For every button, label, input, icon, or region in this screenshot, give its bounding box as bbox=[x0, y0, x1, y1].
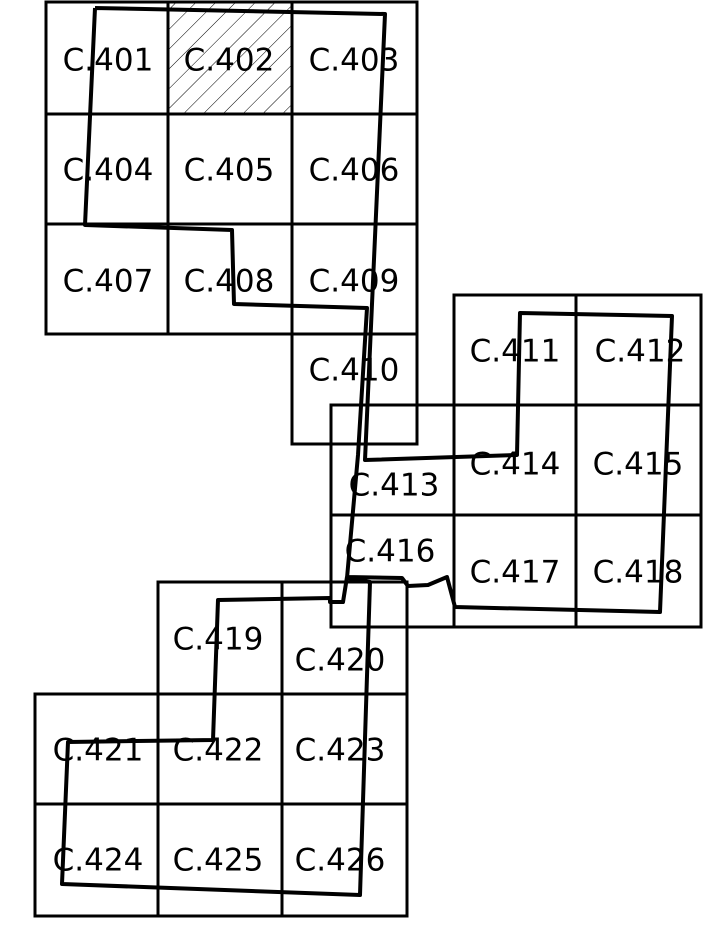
sheet-label-c420: C.420 bbox=[295, 643, 386, 679]
sheet-cell-c418[interactable] bbox=[574, 513, 703, 629]
block-middle bbox=[329, 403, 456, 629]
sheet-label-c403: C.403 bbox=[309, 43, 400, 79]
sheet-label-c415: C.415 bbox=[593, 447, 684, 483]
sheet-cell-c421[interactable] bbox=[33, 692, 160, 806]
sheet-label-c410: C.410 bbox=[309, 353, 400, 389]
sheet-label-c417: C.417 bbox=[470, 555, 561, 591]
sheet-label-c402: C.402 bbox=[184, 43, 275, 79]
block-c410 bbox=[290, 332, 419, 446]
sheet-label-c408: C.408 bbox=[184, 264, 275, 300]
sheet-label-c426: C.426 bbox=[295, 843, 386, 879]
sheet-label-c407: C.407 bbox=[63, 264, 154, 300]
route-line bbox=[60, 6, 674, 897]
route-outline bbox=[60, 6, 674, 897]
block-lower bbox=[33, 692, 409, 918]
sheet-cell-c414[interactable] bbox=[452, 403, 578, 517]
sheet-label-c412: C.412 bbox=[595, 334, 686, 370]
sheet-label-c422: C.422 bbox=[173, 733, 264, 769]
sheet-label-c414: C.414 bbox=[470, 447, 561, 483]
sheet-label-c409: C.409 bbox=[309, 264, 400, 300]
sheet-label-c421: C.421 bbox=[53, 733, 144, 769]
sheet-block-outlines bbox=[33, 0, 703, 918]
sheet-cell-c406[interactable] bbox=[290, 112, 419, 226]
sheet-label-c419: C.419 bbox=[173, 622, 264, 658]
sheet-label-c423: C.423 bbox=[295, 733, 386, 769]
block-upper bbox=[44, 0, 419, 336]
sheet-label-c404: C.404 bbox=[63, 153, 154, 189]
sheet-label-c406: C.406 bbox=[309, 153, 400, 189]
sheet-cell-c423[interactable] bbox=[280, 692, 409, 806]
sheet-label-c413: C.413 bbox=[349, 468, 440, 504]
sheet-cell-c402[interactable] bbox=[166, 0, 294, 116]
sheet-label-c416: C.416 bbox=[345, 534, 436, 570]
sheet-label-c425: C.425 bbox=[173, 843, 264, 879]
sheet-cell-c408[interactable] bbox=[166, 222, 294, 336]
sheet-label-c411: C.411 bbox=[470, 334, 561, 370]
sheet-label-c405: C.405 bbox=[184, 153, 275, 189]
sheet-label-c424: C.424 bbox=[53, 843, 144, 879]
sheet-label-c401: C.401 bbox=[63, 43, 154, 79]
sheet-label-c418: C.418 bbox=[593, 555, 684, 591]
